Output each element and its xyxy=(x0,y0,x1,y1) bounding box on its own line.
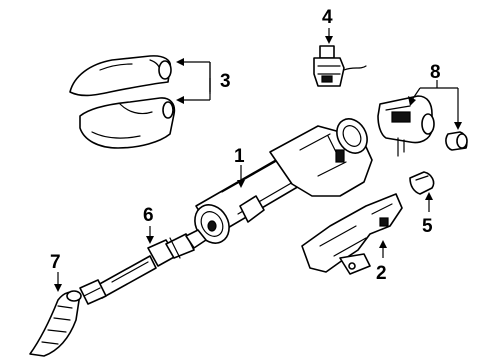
column-shroud-part xyxy=(69,55,176,149)
switch-connector-part xyxy=(313,45,367,87)
intermediate-shaft-part xyxy=(79,229,207,305)
boot-seal-part xyxy=(29,290,82,357)
leader-lines xyxy=(54,28,462,292)
callout-2: 2 xyxy=(376,263,387,284)
ignition-lock-part xyxy=(377,95,468,157)
callout-8: 8 xyxy=(430,62,441,83)
callout-5: 5 xyxy=(422,216,433,237)
callout-3: 3 xyxy=(220,71,231,92)
column-lower-bracket-part xyxy=(301,193,403,275)
callout-6: 6 xyxy=(143,205,154,226)
callout-7: 7 xyxy=(50,252,61,273)
callout-1: 1 xyxy=(234,146,245,167)
steering-column-part xyxy=(194,118,373,244)
callout-4: 4 xyxy=(322,7,333,28)
small-clip-part xyxy=(409,171,435,195)
callout-labels: 1 2 3 4 5 6 7 8 xyxy=(50,7,441,284)
